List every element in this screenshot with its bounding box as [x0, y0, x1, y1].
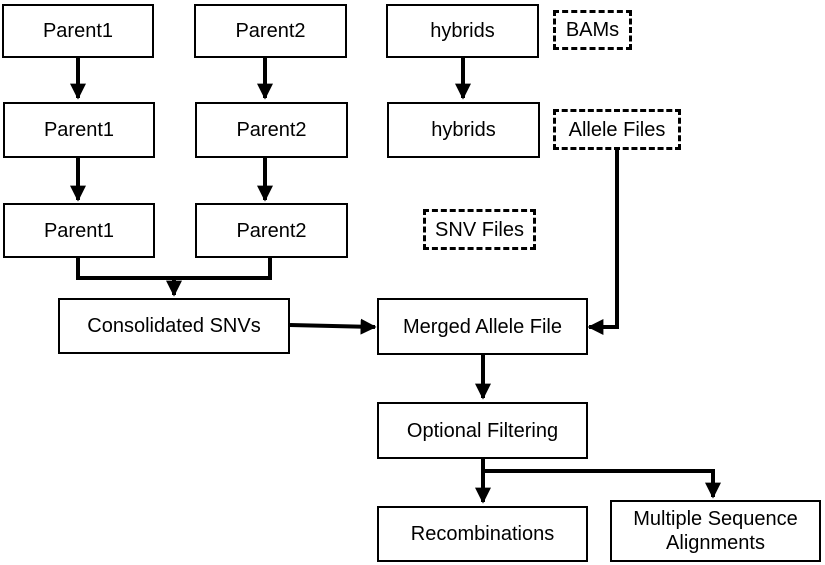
optional-filtering-box: Optional Filtering — [377, 402, 588, 459]
legend-allele-files-label: Allele Files — [568, 118, 666, 141]
recombinations-label: Recombinations — [410, 523, 555, 545]
legend-snv-files-label: SNV Files — [435, 218, 524, 241]
legend-snv-files: SNV Files — [423, 209, 536, 250]
parent1-allele-box: Parent1 — [3, 102, 155, 158]
hybrids-bam-box: hybrids — [386, 4, 539, 58]
connector-parents-merge — [76, 258, 272, 280]
hybrids-allele-label: hybrids — [431, 119, 496, 141]
optional-filtering-label: Optional Filtering — [406, 419, 559, 442]
msa-label-line2: Alignments — [666, 532, 765, 554]
parent2-snv-box: Parent2 — [195, 203, 348, 258]
legend-bams-label: BAMs — [565, 19, 620, 41]
msa-box: Multiple Sequence Alignments — [610, 500, 821, 562]
arrow-consolidated-to-merged — [289, 318, 377, 335]
parent2-bam-label: Parent2 — [235, 20, 306, 42]
recombinations-box: Recombinations — [377, 506, 588, 562]
parent1-snv-label: Parent1 — [43, 219, 115, 242]
parent2-snv-label: Parent2 — [236, 219, 307, 242]
parent1-bam-label: Parent1 — [42, 20, 114, 42]
hybrids-bam-label: hybrids — [430, 20, 495, 42]
arrow-allele-files-to-merged — [587, 150, 619, 335]
hybrids-allele-box: hybrids — [387, 102, 540, 158]
msa-label-line1: Multiple Sequence — [633, 508, 798, 530]
parent2-bam-box: Parent2 — [194, 4, 347, 58]
consolidated-snvs-label: Consolidated SNVs — [87, 315, 261, 337]
parent1-allele-label: Parent1 — [43, 119, 115, 141]
parent2-allele-box: Parent2 — [195, 102, 348, 158]
parent1-bam-box: Parent1 — [2, 4, 154, 58]
consolidated-snvs-box: Consolidated SNVs — [58, 298, 290, 354]
arrow-filtering-to-msa — [483, 469, 721, 499]
parent1-snv-box: Parent1 — [3, 203, 155, 258]
parent2-allele-label: Parent2 — [236, 119, 307, 141]
legend-bams: BAMs — [553, 10, 632, 50]
legend-allele-files: Allele Files — [553, 109, 681, 150]
merged-allele-file-label: Merged Allele File — [403, 315, 562, 338]
merged-allele-file-box: Merged Allele File — [377, 298, 588, 355]
